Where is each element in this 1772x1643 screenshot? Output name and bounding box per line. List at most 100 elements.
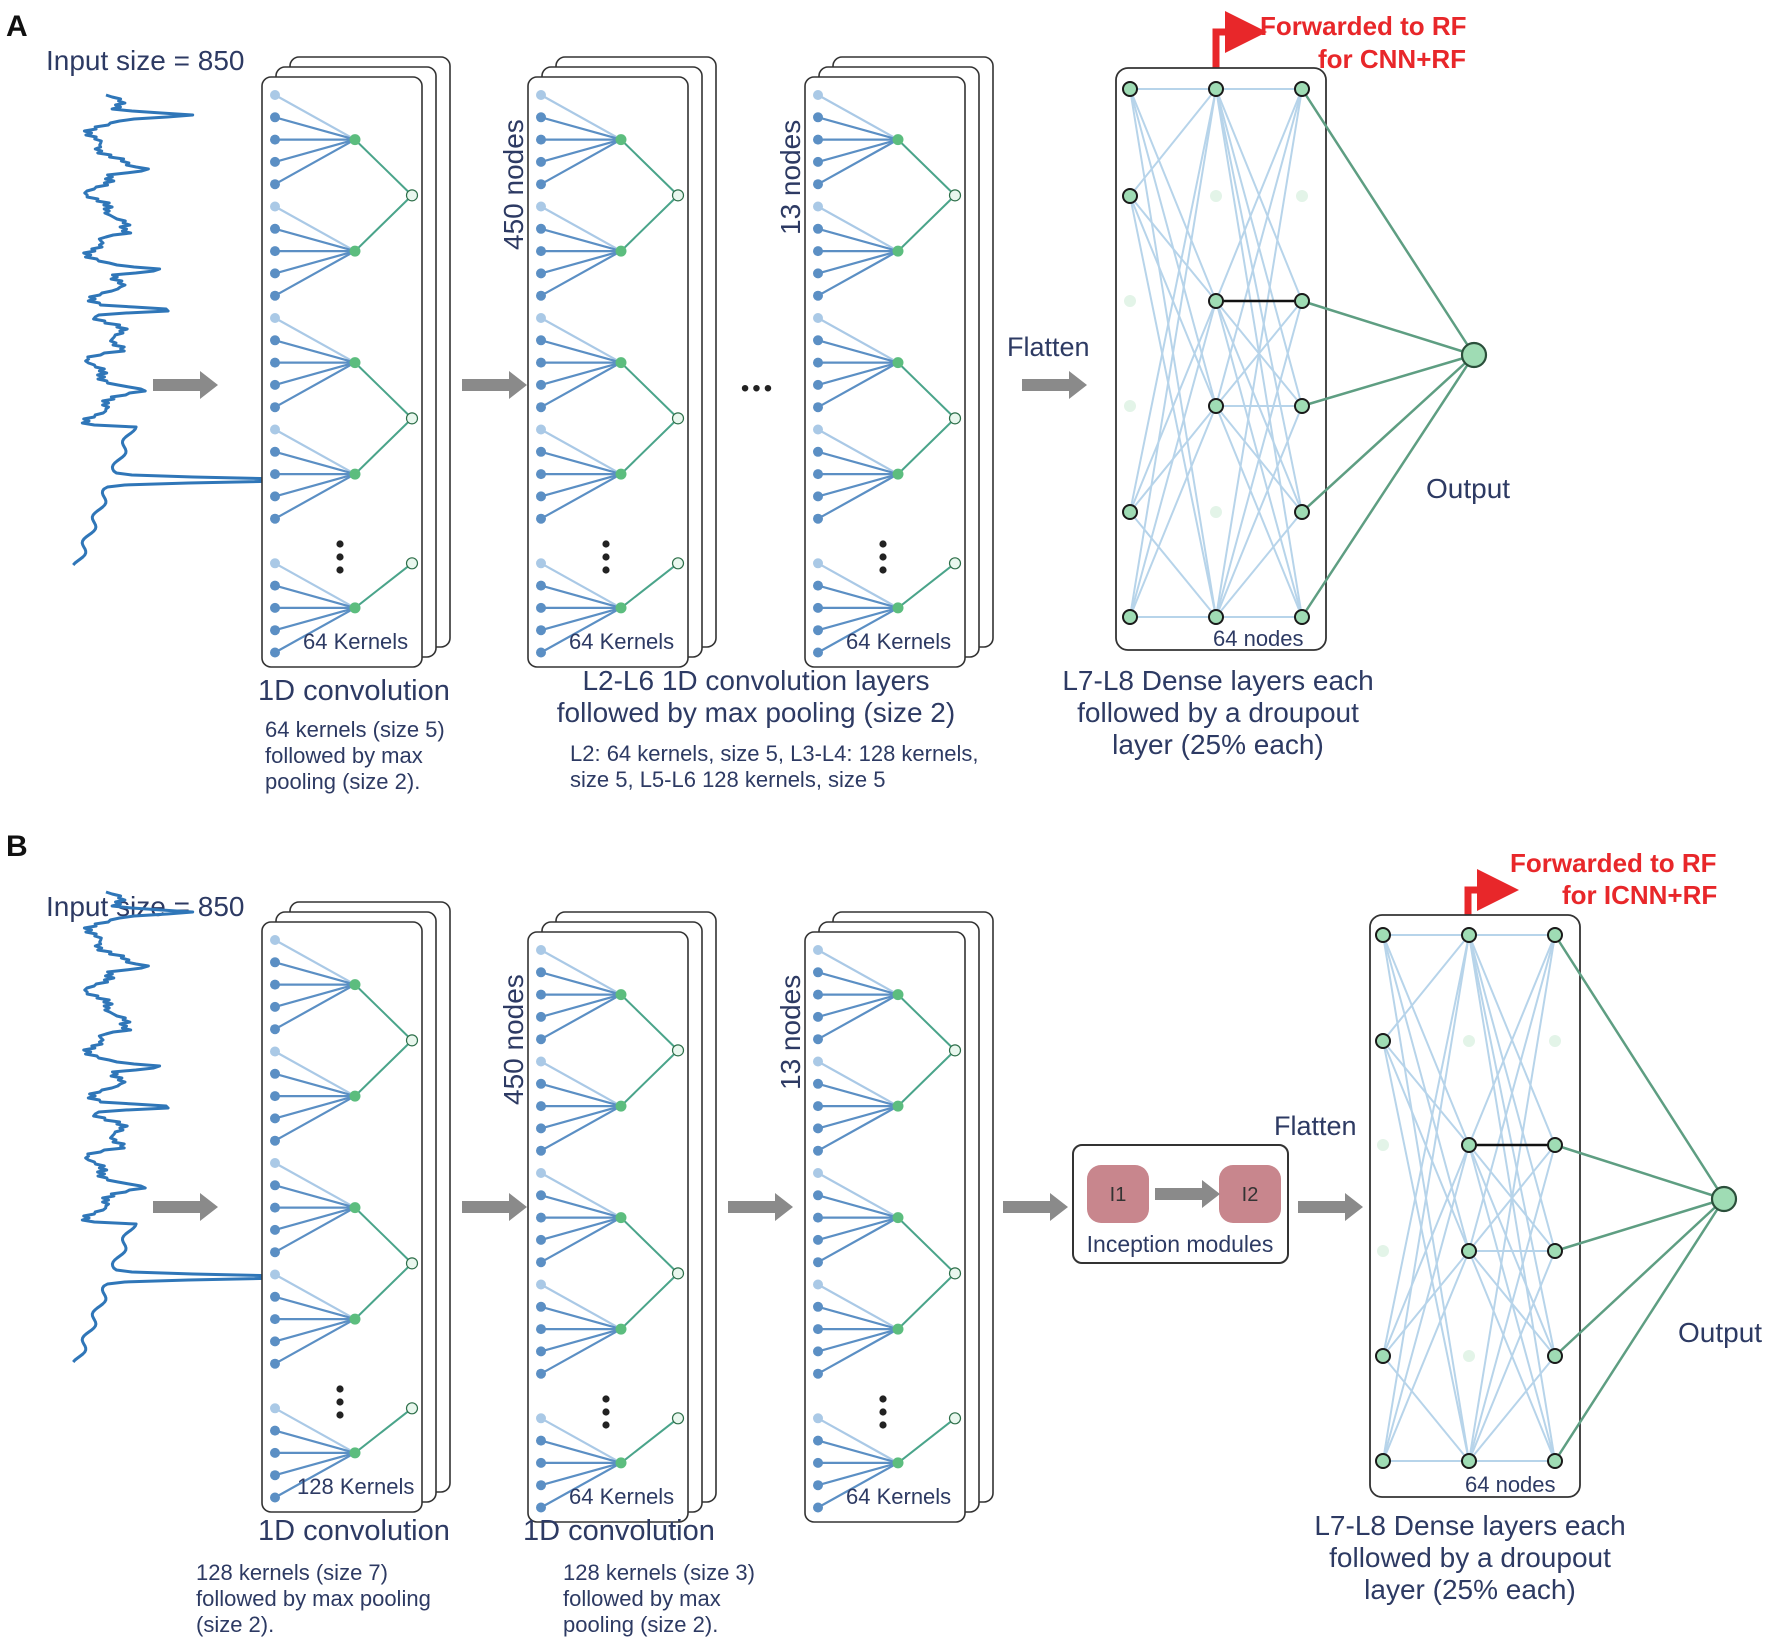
kernel-output-node bbox=[892, 468, 904, 480]
dense-edge bbox=[1129, 405, 1217, 618]
dropout-node bbox=[1549, 1035, 1561, 1047]
kernel-edge bbox=[274, 250, 356, 297]
arrow bbox=[462, 1193, 527, 1221]
kernel-edge bbox=[540, 584, 622, 609]
arrow-shape bbox=[153, 371, 218, 399]
input-node bbox=[270, 201, 280, 212]
kernel-edge bbox=[274, 1429, 356, 1454]
input-node bbox=[813, 1413, 823, 1424]
kernel-edge bbox=[274, 961, 356, 986]
arrow-shape bbox=[728, 1193, 793, 1221]
kernel-edge bbox=[540, 1060, 622, 1108]
kernel-edge bbox=[817, 1105, 899, 1152]
input-node bbox=[270, 223, 280, 234]
dense-node bbox=[1294, 293, 1310, 309]
ellipsis-dot bbox=[602, 566, 610, 574]
input-node bbox=[270, 357, 280, 368]
arrow bbox=[153, 371, 218, 399]
kernel-output-node bbox=[615, 1323, 627, 1335]
output-edge bbox=[1301, 299, 1475, 357]
kernel-output-node bbox=[892, 602, 904, 614]
ellipsis-dot bbox=[879, 1395, 887, 1403]
pool-edge bbox=[354, 417, 413, 475]
dense-nodes-label: 64 nodes bbox=[1465, 1472, 1556, 1497]
layer-card-front bbox=[527, 931, 689, 1523]
input-node bbox=[813, 1480, 823, 1491]
input-node bbox=[813, 112, 823, 123]
pool-edge bbox=[897, 562, 956, 609]
kernel-edge bbox=[540, 361, 622, 409]
dense-edge bbox=[1468, 1144, 1556, 1462]
kernel-edge bbox=[817, 473, 899, 498]
input-node bbox=[270, 1358, 280, 1369]
kernel-output-node bbox=[615, 989, 627, 1001]
kernel-edge bbox=[274, 606, 356, 632]
output-edge bbox=[1554, 1197, 1725, 1253]
input-node bbox=[270, 379, 280, 390]
conv-layer-3 bbox=[804, 911, 994, 1523]
input-node bbox=[536, 112, 546, 123]
ellipsis-dot bbox=[336, 1411, 344, 1419]
kernel-edge bbox=[274, 361, 356, 409]
input-node bbox=[813, 491, 823, 502]
input-node bbox=[536, 1502, 546, 1513]
input-node bbox=[536, 625, 546, 636]
kernel-edge bbox=[274, 584, 356, 609]
input-size-label: Input size = 850 bbox=[46, 891, 244, 922]
input-node bbox=[270, 313, 280, 323]
kernel-edge bbox=[817, 1305, 899, 1331]
output-edge bbox=[1554, 1143, 1725, 1201]
kernel-output-node bbox=[349, 245, 361, 257]
ellipsis-dot bbox=[602, 540, 610, 548]
kernel-edge bbox=[817, 473, 899, 520]
dense-edge bbox=[1468, 934, 1556, 1462]
input-node bbox=[536, 134, 546, 145]
kernel-output-node bbox=[349, 357, 361, 369]
input-size-label: Input size = 850 bbox=[46, 45, 244, 76]
kernel-edge bbox=[540, 1328, 622, 1353]
input-node bbox=[270, 1001, 280, 1012]
forward-arrow bbox=[1212, 11, 1267, 76]
kernel-edge bbox=[817, 993, 899, 1018]
input-signal bbox=[72, 890, 286, 1364]
layer-desc-line: 64 kernels (size 5) bbox=[265, 717, 445, 742]
kernel-output-node bbox=[892, 134, 904, 146]
pooled-node bbox=[671, 412, 685, 425]
pooled-node bbox=[405, 1034, 419, 1047]
arrow-shape bbox=[1003, 1193, 1068, 1221]
kernel-edge bbox=[817, 993, 899, 1041]
input-node bbox=[270, 1113, 280, 1124]
kernel-edge bbox=[540, 1105, 622, 1130]
kernel-edge bbox=[274, 361, 356, 386]
kernel-edge bbox=[540, 138, 622, 163]
input-node bbox=[270, 290, 280, 301]
kernel-edge bbox=[540, 361, 622, 386]
ellipsis: ••• bbox=[741, 375, 775, 402]
kernel-edge bbox=[817, 1461, 899, 1487]
conv-layer-2 bbox=[527, 56, 717, 668]
dense-edge bbox=[1215, 405, 1303, 618]
kernel-edge bbox=[274, 1162, 356, 1209]
input-node bbox=[813, 1190, 823, 1201]
layer-title-line: followed by max pooling (size 2) bbox=[557, 697, 955, 728]
kernel-edge bbox=[817, 250, 899, 297]
input-node bbox=[813, 156, 823, 167]
kernel-edge bbox=[540, 1105, 622, 1152]
input-node bbox=[536, 945, 546, 955]
input-node bbox=[270, 580, 280, 591]
input-node bbox=[813, 558, 823, 569]
kernel-output-node bbox=[349, 468, 361, 480]
arrow bbox=[1155, 1180, 1220, 1208]
input-node bbox=[813, 268, 823, 279]
dense-node bbox=[1294, 81, 1310, 97]
dense-edge bbox=[1468, 1250, 1556, 1462]
input-node bbox=[813, 1145, 823, 1156]
input-node bbox=[270, 469, 280, 480]
input-node bbox=[270, 1447, 280, 1458]
kernel-edge bbox=[817, 606, 899, 654]
kernel-edge bbox=[274, 1318, 356, 1365]
pool-edge bbox=[620, 1049, 679, 1107]
input-node bbox=[536, 1212, 546, 1223]
kernel-edge bbox=[817, 361, 899, 386]
